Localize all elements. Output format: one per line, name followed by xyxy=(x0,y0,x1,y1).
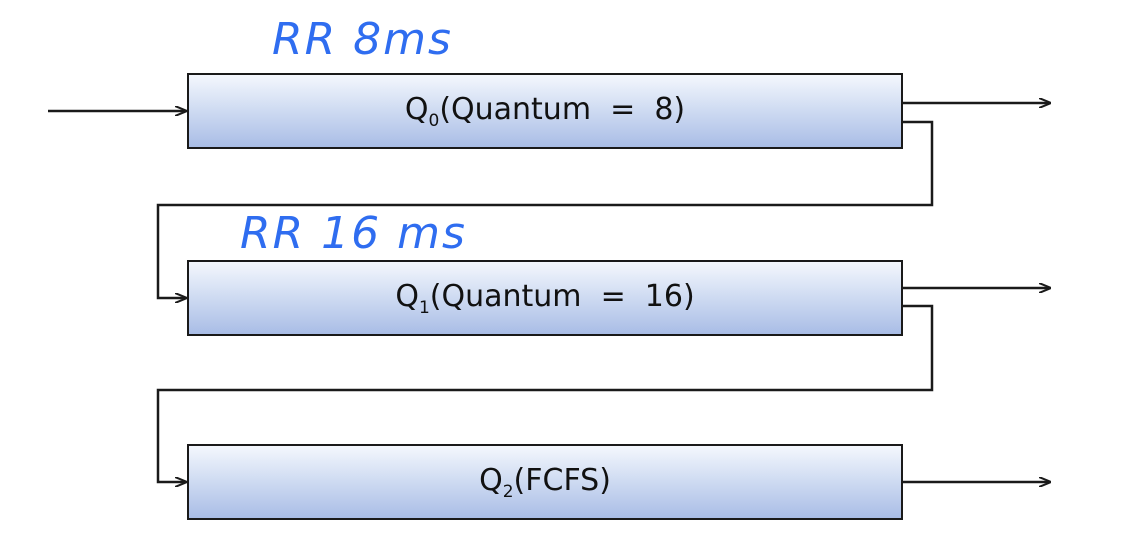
queue-subscript-q2: 2 xyxy=(502,481,514,502)
queue-desc-q0: (Quantum = 8) xyxy=(439,91,686,127)
queue-subscript-q1: 1 xyxy=(418,297,430,318)
queue-label-q0: Q0(Quantum = 8) xyxy=(405,92,685,131)
q0-to-q1-connector xyxy=(156,120,934,298)
q0-handwritten-note: RR 8ms xyxy=(272,14,453,65)
queue-desc-q2: (FCFS) xyxy=(513,462,611,498)
queue-box-q0: Q0(Quantum = 8) xyxy=(187,73,903,149)
queue-name-q2: Q xyxy=(479,462,503,498)
queue-box-q2: Q2(FCFS) xyxy=(187,444,903,520)
queue-desc-q1: (Quantum = 16) xyxy=(429,278,695,314)
queue-name-q1: Q xyxy=(395,278,419,314)
queue-box-q1: Q1(Quantum = 16) xyxy=(187,260,903,336)
q1-handwritten-note: RR 16 ms xyxy=(240,208,467,259)
queue-label-q1: Q1(Quantum = 16) xyxy=(395,279,694,318)
queue-name-q0: Q xyxy=(404,91,429,127)
queue-label-q2: Q2(FCFS) xyxy=(479,463,611,502)
queue-subscript-q0: 0 xyxy=(428,110,440,131)
q1-to-q2-connector xyxy=(156,304,934,482)
